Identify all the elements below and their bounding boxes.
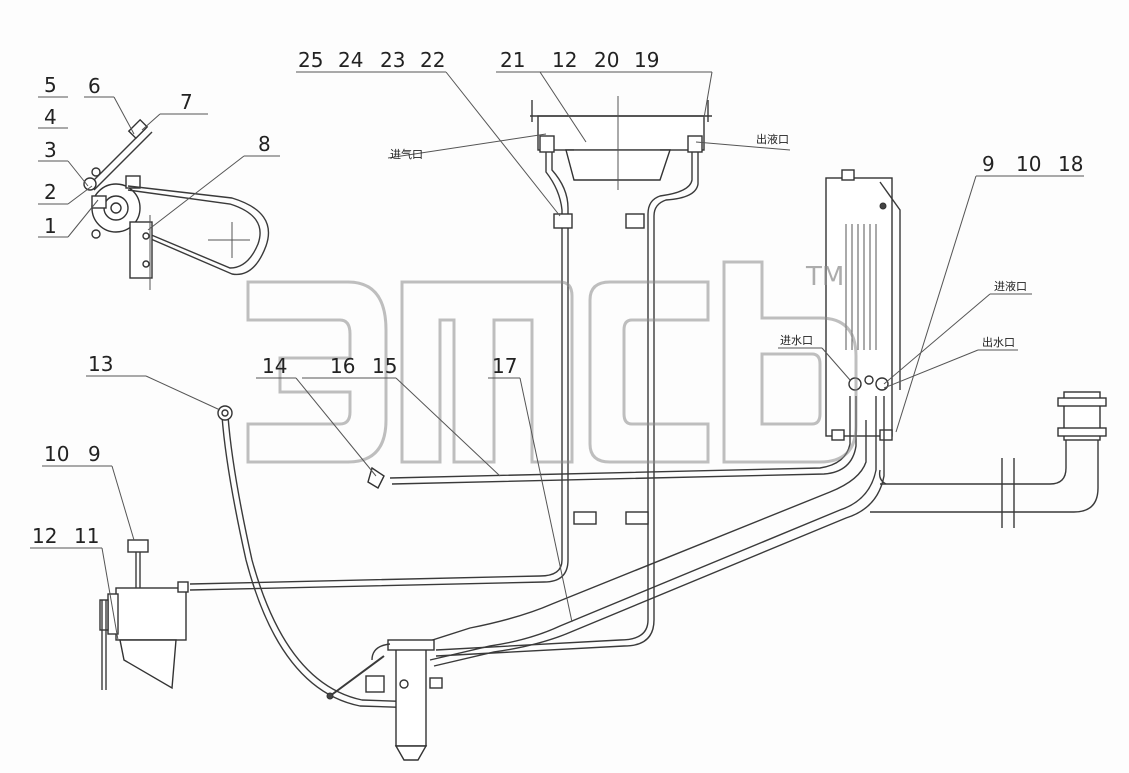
heater-unit [530, 96, 712, 620]
callout-12-top: 12 [552, 48, 577, 72]
hose-lines [189, 396, 885, 709]
callout-16: 16 [330, 354, 355, 378]
callout-11: 11 [74, 524, 99, 548]
callout-19: 19 [634, 48, 659, 72]
filter-assembly [365, 639, 443, 761]
callout-22: 22 [420, 48, 445, 72]
callout-14: 14 [262, 354, 287, 378]
pump-assembly [99, 539, 189, 690]
callout-numbers: 5 4 3 2 1 6 7 8 25 24 23 22 21 12 20 19 … [32, 48, 1083, 548]
watermark: TM [246, 260, 858, 464]
callout-12-left: 12 [32, 524, 57, 548]
callout-21: 21 [500, 48, 525, 72]
callout-15: 15 [372, 354, 397, 378]
callout-24: 24 [338, 48, 363, 72]
callout-13: 13 [88, 352, 113, 376]
callout-3: 3 [44, 138, 57, 162]
callout-5: 5 [44, 73, 57, 97]
callout-23: 23 [380, 48, 405, 72]
callout-10-right: 10 [1016, 152, 1041, 176]
callout-8: 8 [258, 132, 271, 156]
callout-20: 20 [594, 48, 619, 72]
boiler-cabinet [825, 169, 901, 441]
port-labels: 进气口 出液口 进液口 进水口 出水口 [390, 132, 1027, 349]
callout-17: 17 [492, 354, 517, 378]
label-air-inlet: 进气口 [390, 147, 423, 161]
label-liquid-outlet: 出液口 [756, 132, 789, 146]
label-water-outlet: 出水口 [982, 335, 1015, 349]
callout-7: 7 [180, 90, 193, 114]
leader-lines [30, 71, 1084, 641]
callout-2: 2 [44, 180, 57, 204]
callout-10-left: 10 [44, 442, 69, 466]
callout-4: 4 [44, 105, 57, 129]
fittings [217, 405, 385, 489]
pulley-assembly [83, 118, 270, 290]
label-liquid-inlet: 进液口 [994, 279, 1027, 293]
callout-9-left: 9 [88, 442, 101, 466]
watermark-trademark: TM [805, 262, 844, 292]
callout-9-right: 9 [982, 152, 995, 176]
callout-18: 18 [1058, 152, 1083, 176]
callout-25: 25 [298, 48, 323, 72]
exhaust-pipe [870, 391, 1107, 528]
callout-1: 1 [44, 214, 57, 238]
callout-6: 6 [88, 74, 101, 98]
label-water-inlet: 进水口 [780, 334, 813, 347]
